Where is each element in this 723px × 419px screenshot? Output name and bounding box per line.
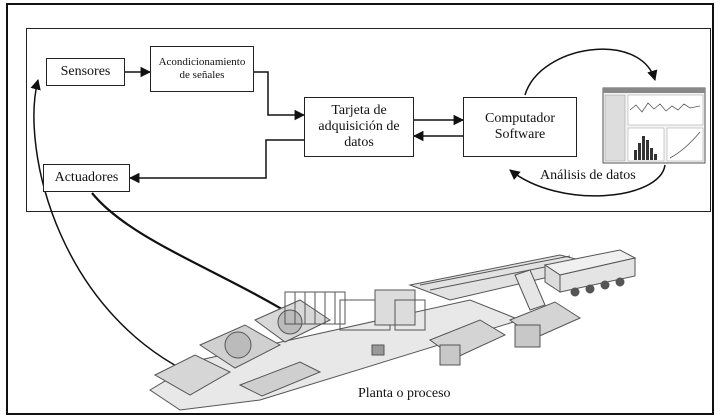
tarjeta-label-line3: datos	[344, 135, 374, 151]
sensores-box: Sensores	[46, 58, 125, 86]
acondicionamiento-label-line2: de señales	[180, 69, 225, 82]
acondicionamiento-box: Acondicionamiento de señales	[150, 46, 254, 92]
acondicionamiento-label-line1: Acondicionamiento	[159, 56, 246, 69]
actuadores-box: Actuadores	[43, 164, 130, 192]
planta-label: Planta o proceso	[358, 386, 451, 402]
tarjeta-label-line1: Tarjeta de	[331, 103, 386, 119]
tarjeta-label-line2: adquisición de	[318, 119, 399, 135]
computador-label-line2: Software	[495, 127, 546, 143]
tarjeta-box: Tarjeta de adquisición de datos	[304, 97, 414, 157]
computador-box: Computador Software	[463, 97, 577, 157]
computador-label-line1: Computador	[485, 111, 555, 127]
sensores-label: Sensores	[61, 64, 111, 80]
analisis-label: Análisis de datos	[540, 168, 636, 184]
actuadores-label: Actuadores	[55, 170, 119, 186]
